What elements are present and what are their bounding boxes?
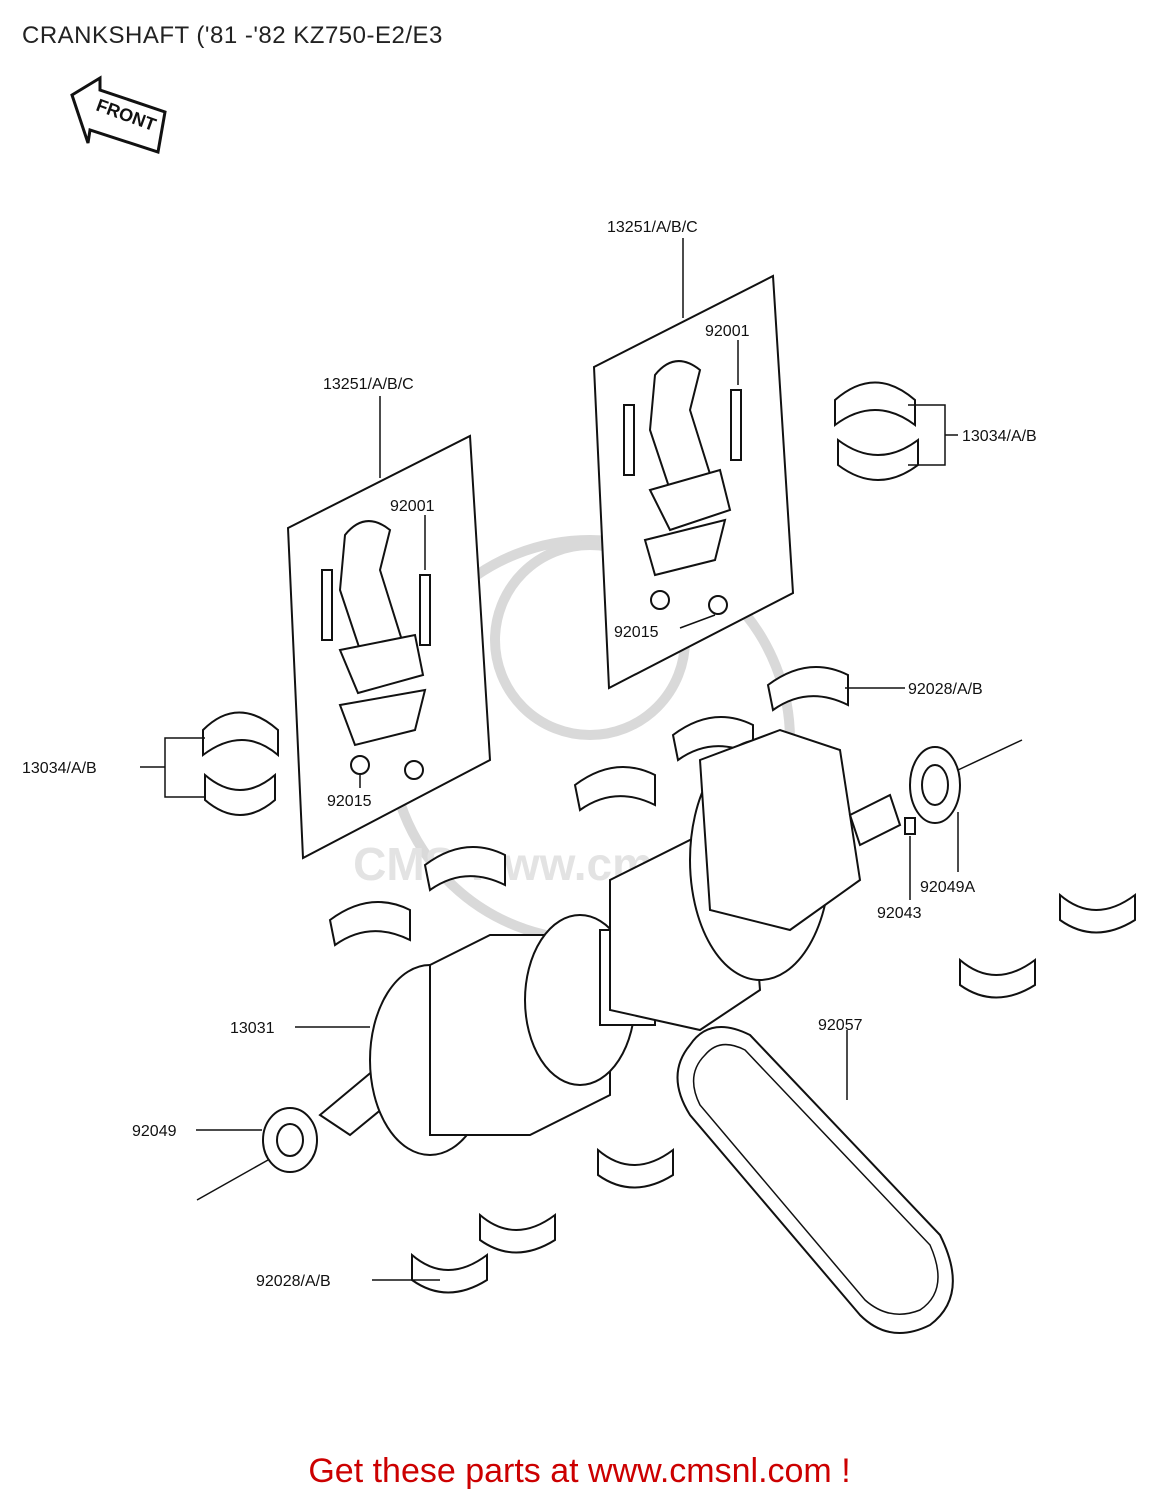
oil-seals (196, 739, 1023, 1201)
callout-92049: 92049 (132, 1123, 177, 1140)
callout-92001-left: 92001 (390, 498, 435, 515)
footer-link[interactable]: Get these parts at www.cmsnl.com ! (308, 1452, 851, 1490)
main-bearing-shells (328, 666, 1136, 1294)
conrod-set-right (592, 238, 795, 690)
callout-92043: 92043 (877, 905, 922, 922)
page-title: CRANKSHAFT ('81 -'82 KZ750-E2/E3 (22, 22, 443, 49)
cam-chain (676, 1026, 954, 1334)
callout-labels: 13251/A/B/C 13251/A/B/C 92001 92001 9201… (22, 219, 1037, 1290)
conrod-bearing-shells (140, 381, 958, 816)
callout-13034-right: 13034/A/B (962, 428, 1037, 445)
callout-92015-left: 92015 (327, 793, 372, 810)
callout-92057: 92057 (818, 1017, 863, 1034)
callout-92028-lower: 92028/A/B (256, 1273, 331, 1290)
callout-92028-upper: 92028/A/B (908, 681, 983, 698)
conrod-set-left (286, 396, 492, 860)
crankshaft (318, 728, 902, 1156)
callout-13251-left: 13251/A/B/C (323, 376, 414, 393)
callout-13034-left: 13034/A/B (22, 760, 97, 777)
callout-13031: 13031 (230, 1020, 275, 1037)
callout-92049a: 92049A (920, 879, 975, 896)
callout-13251-right: 13251/A/B/C (607, 219, 698, 236)
front-arrow-icon: FRONT (70, 75, 167, 154)
callout-92001-right: 92001 (705, 323, 750, 340)
callout-92015-right: 92015 (614, 624, 659, 641)
